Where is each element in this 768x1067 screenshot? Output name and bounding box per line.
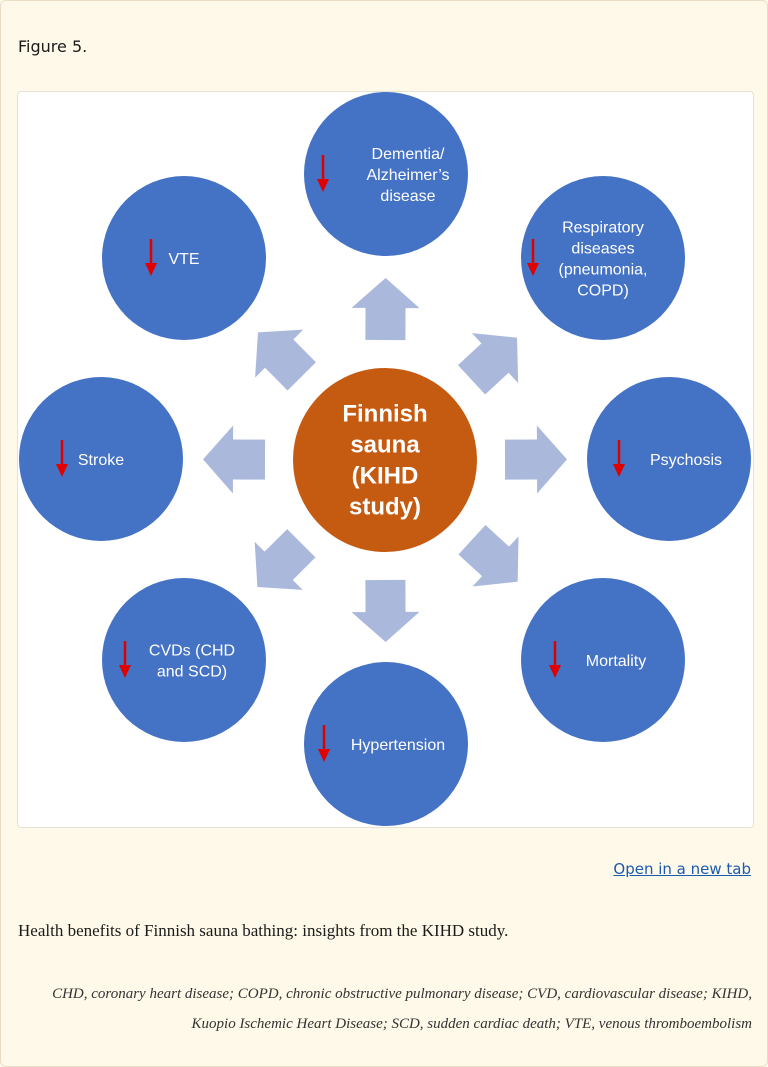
outcome-label-cvds: and SCD) — [157, 664, 227, 681]
outcome-label-dementia: Alzheimer’s — [367, 167, 450, 184]
outcome-label-stroke: Stroke — [78, 452, 124, 469]
outcome-label-respiratory: diseases — [571, 241, 634, 258]
center-label: sauna — [350, 432, 420, 459]
outcome-node-mortality: Mortality — [521, 578, 685, 742]
center-node: Finnish sauna (KIHD study) — [293, 368, 477, 552]
open-in-new-tab-link[interactable]: Open in a new tab — [613, 860, 751, 878]
connector-arrow-vte — [255, 329, 316, 391]
outcome-circle-cvds — [102, 578, 266, 742]
decrease-arrow-icon-dementia — [317, 179, 329, 192]
connector-arrow-hypertension — [351, 579, 420, 642]
outcome-label-mortality: Mortality — [586, 653, 646, 670]
outcome-label-psychosis: Psychosis — [650, 452, 722, 469]
figure-caption: Health benefits of Finnish sauna bathing… — [18, 921, 509, 940]
decrease-arrow-icon-stroke — [56, 464, 68, 477]
figure-label: Figure 5. — [18, 37, 88, 56]
outcome-label-dementia: Dementia/ — [372, 146, 445, 163]
connector-arrow-mortality — [458, 525, 519, 587]
outcome-node-stroke: Stroke — [19, 377, 183, 541]
outcome-circle-dementia — [304, 92, 468, 256]
outcome-node-cvds: CVDs (CHD and SCD) — [102, 578, 266, 742]
decrease-arrow-icon-vte — [145, 263, 157, 276]
connector-arrow-respiratory — [457, 333, 519, 395]
outcome-node-hypertension: Hypertension — [304, 662, 468, 826]
figure-abbreviations: CHD, coronary heart disease; COPD, chron… — [52, 986, 752, 1032]
outcome-node-respiratory: Respiratory diseases (pneumonia, COPD) — [521, 176, 685, 340]
outcome-label-respiratory: Respiratory — [562, 220, 644, 237]
center-label: Finnish — [342, 401, 427, 428]
center-label: study) — [349, 494, 421, 521]
connector-arrow-psychosis — [504, 425, 567, 494]
decrease-arrow-icon-cvds — [119, 665, 131, 678]
outcome-label-respiratory: (pneumonia, — [559, 262, 648, 279]
outcome-circle-psychosis — [587, 377, 751, 541]
outcome-node-psychosis: Psychosis — [587, 377, 751, 541]
outcome-node-vte: VTE — [102, 176, 266, 340]
connector-arrow-dementia — [351, 278, 420, 341]
outcome-label-cvds: CVDs (CHD — [149, 643, 235, 660]
outcome-circle-stroke — [19, 377, 183, 541]
decrease-arrow-icon-psychosis — [613, 464, 625, 477]
outcome-label-respiratory: COPD) — [577, 283, 629, 300]
outcome-label-vte: VTE — [168, 251, 199, 268]
connector-arrow-stroke — [203, 425, 266, 494]
center-circle — [293, 368, 477, 552]
outcome-circle-mortality — [521, 578, 685, 742]
connector-arrow-cvds — [254, 529, 316, 590]
outcome-circle-hypertension — [304, 662, 468, 826]
decrease-arrow-icon-respiratory — [527, 263, 539, 276]
outcome-circle-vte — [102, 176, 266, 340]
outcome-node-dementia: Dementia/Alzheimer’s disease — [304, 92, 468, 256]
center-label: (KIHD — [352, 463, 419, 490]
outcome-label-hypertension: Hypertension — [351, 737, 445, 754]
decrease-arrow-icon-mortality — [549, 665, 561, 678]
outcome-circle-respiratory — [521, 176, 685, 340]
outcome-label-dementia: disease — [380, 188, 435, 205]
decrease-arrow-icon-hypertension — [318, 749, 330, 762]
